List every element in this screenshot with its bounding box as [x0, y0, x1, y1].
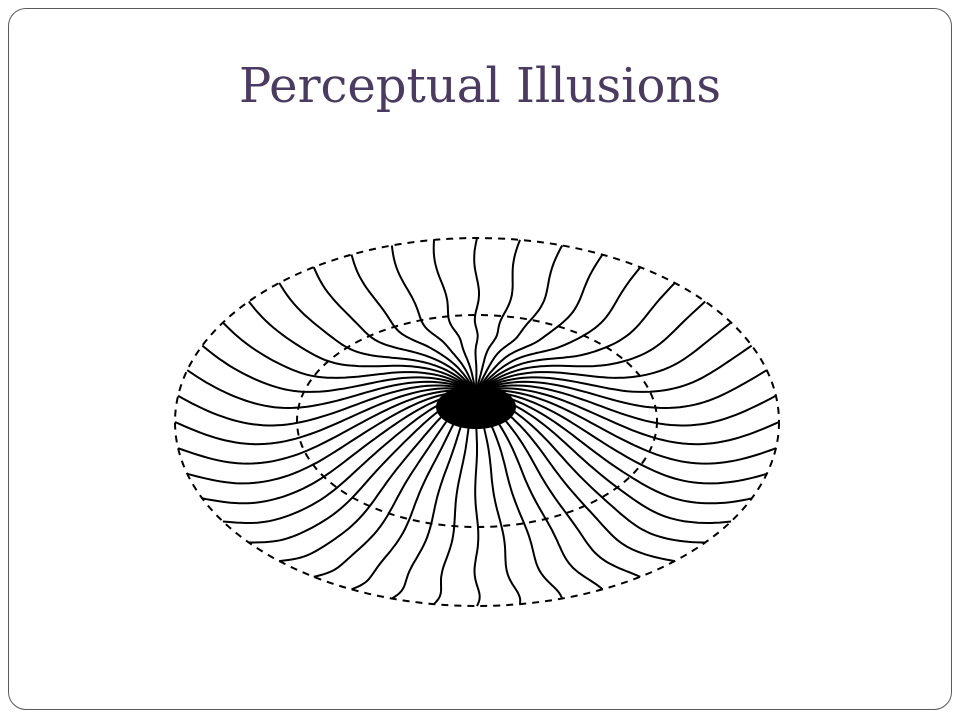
- radial-curve: [177, 384, 477, 427]
- radial-curve: [473, 237, 480, 398]
- radial-curve: [475, 390, 768, 485]
- center-peak: [436, 385, 516, 429]
- radial-curve: [350, 254, 477, 399]
- radial-curve: [475, 391, 752, 505]
- radial-curve: [177, 389, 477, 465]
- radial-curve: [278, 282, 477, 399]
- radial-curve: [475, 369, 768, 410]
- radial-curve: [186, 369, 477, 410]
- radial-curve: [222, 392, 477, 524]
- radial-curve: [475, 300, 706, 399]
- radial-curve: [222, 321, 477, 399]
- radial-curve: [475, 392, 732, 524]
- radial-wavy-lines: [174, 237, 780, 607]
- radial-curve: [475, 387, 780, 446]
- inner-dashed-ellipse: [296, 314, 658, 528]
- slide-title: Perceptual Illusions: [239, 58, 721, 114]
- radial-curve: [202, 391, 477, 505]
- radial-curve: [174, 387, 477, 446]
- radial-curve: [475, 254, 604, 399]
- radial-curve: [475, 384, 777, 427]
- radial-curve: [201, 344, 477, 399]
- radial-curve: [432, 239, 477, 399]
- radial-curve: [475, 344, 753, 399]
- radial-curve: [475, 239, 521, 399]
- radial-curve: [475, 245, 563, 399]
- radial-curve: [186, 390, 477, 485]
- radial-curve: [475, 321, 732, 399]
- outer-dashed-ellipse: [174, 237, 780, 607]
- radial-curve: [475, 282, 676, 399]
- radial-curve: [312, 266, 477, 399]
- radial-curve: [475, 266, 642, 399]
- radial-curve: [248, 300, 477, 399]
- radial-curve: [475, 389, 777, 465]
- radial-curve: [390, 245, 477, 399]
